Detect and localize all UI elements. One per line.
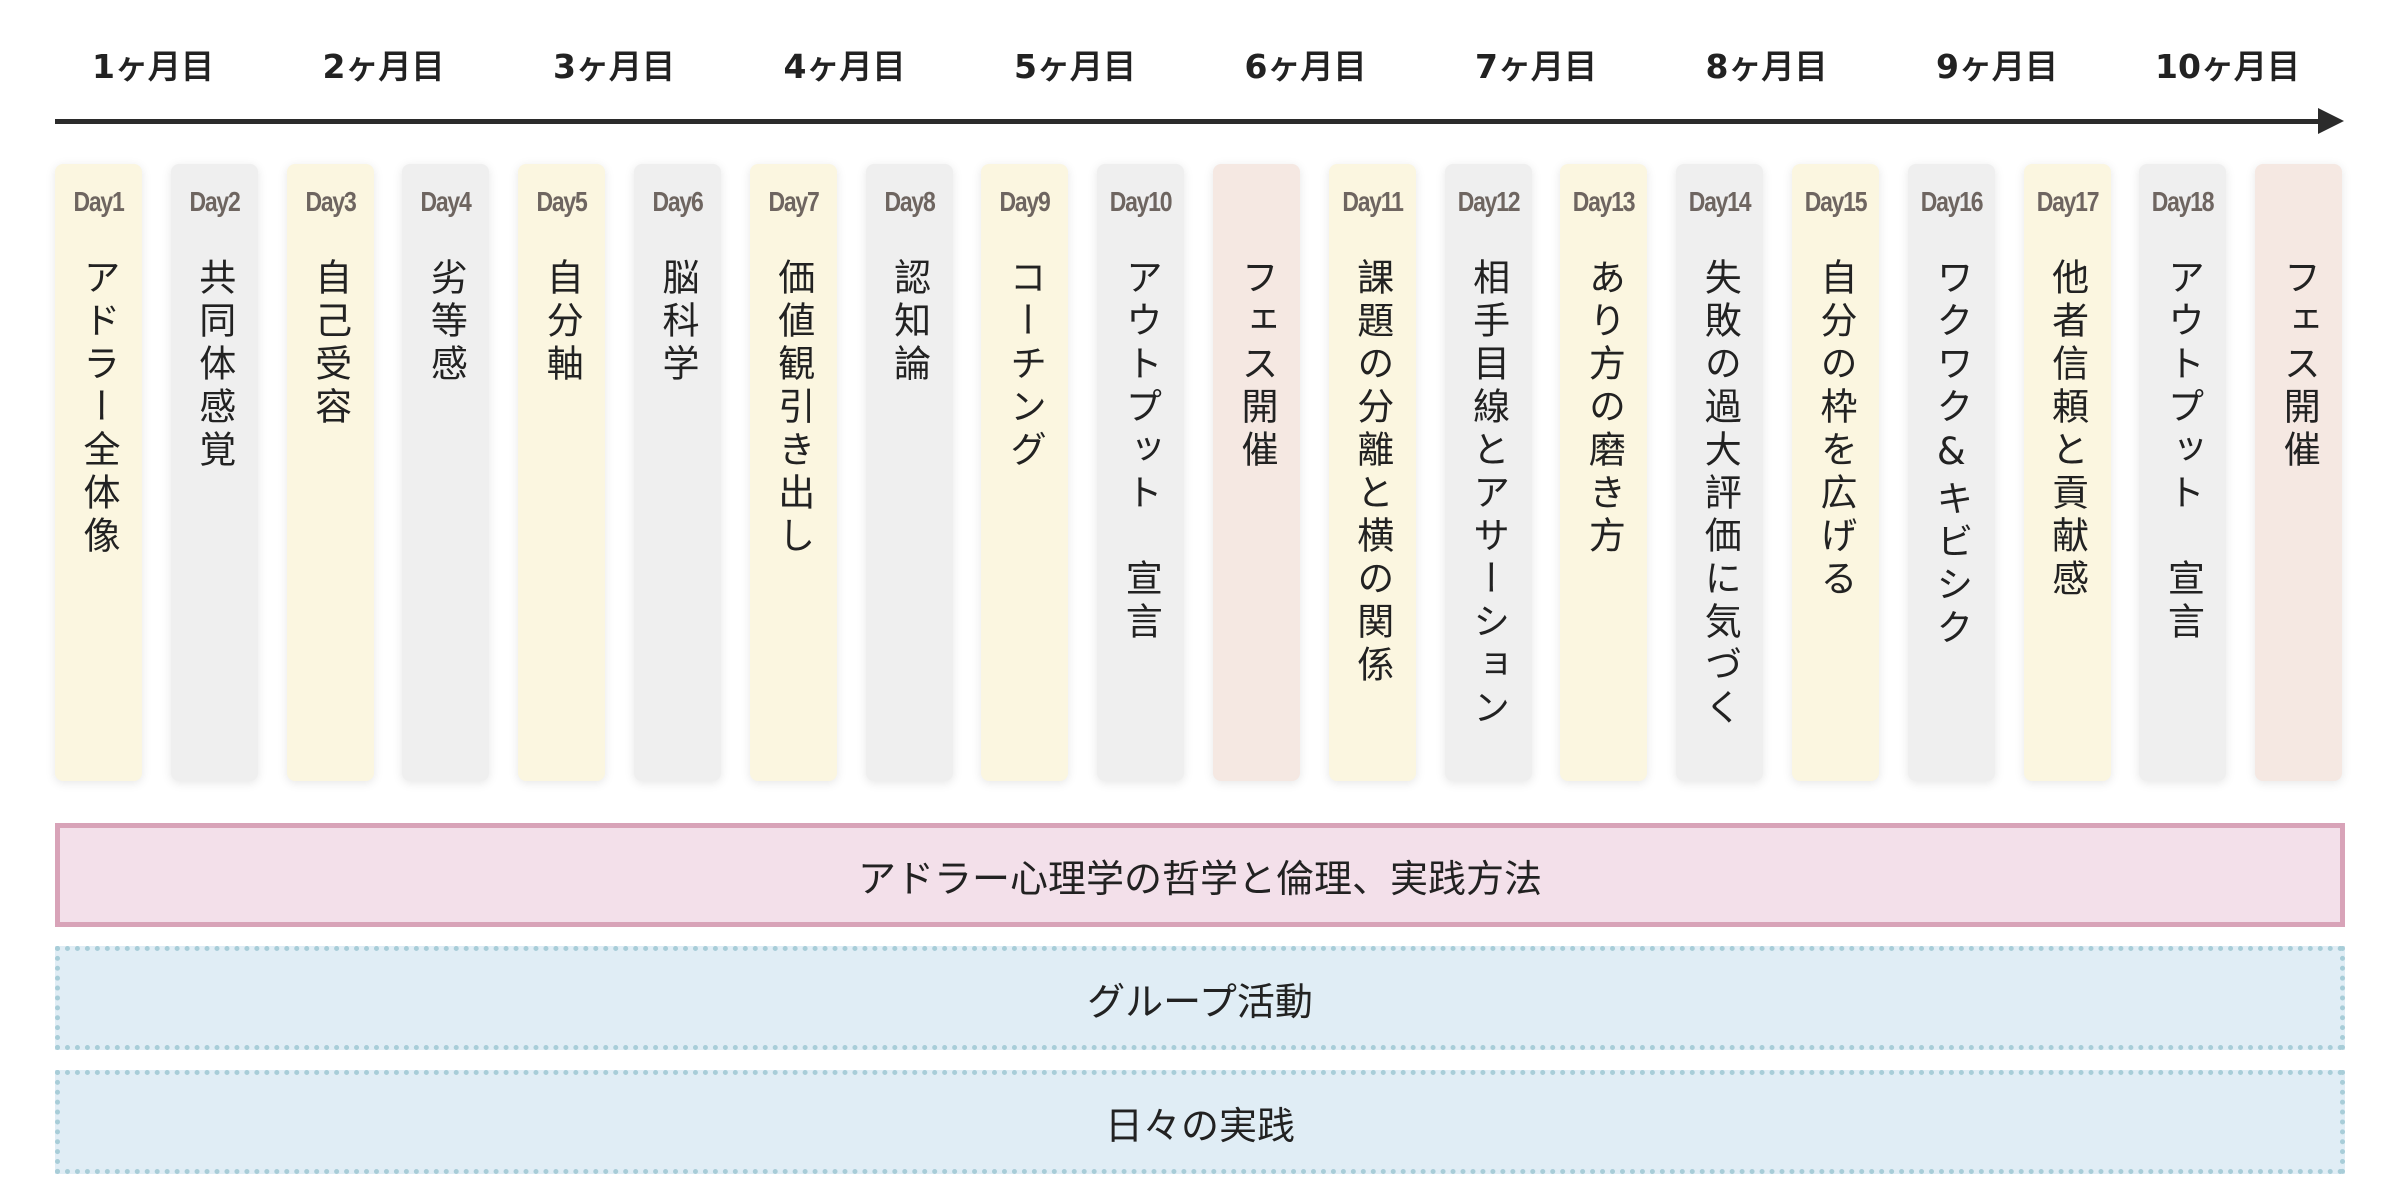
card-topic: 脳科学: [656, 258, 699, 387]
card-topic-wrap: コーチング: [981, 258, 1068, 473]
day-card: Day5 自分軸: [518, 164, 606, 781]
month-labels: 1ヶ月目 2ヶ月目 3ヶ月目 4ヶ月目 5ヶ月目 6ヶ月目 7ヶ月目 8ヶ月目 9ヶ月目 10ヶ月…: [0, 40, 2400, 100]
day-card: Day17 他者信頼と貢献感: [2023, 164, 2111, 781]
day-card: Day2 共同体感覚: [170, 164, 258, 781]
card-topic: あり方の磨き方: [1582, 258, 1626, 559]
group-activity-label: グループ活動: [1087, 979, 1313, 1024]
day-label: Day18: [2152, 186, 2215, 217]
day-card: Day15 自分の枠を広げる: [1792, 164, 1879, 781]
day-label: Day12: [1457, 186, 1520, 217]
card-topic: フェス開催: [1235, 258, 1278, 473]
day-label: Day13: [1573, 186, 1636, 217]
card-topic-wrap: 価値観引き出し: [750, 258, 837, 559]
card-topic-wrap: 認知論: [866, 258, 953, 387]
timeline-axis: [55, 119, 2325, 124]
day-label: Day14: [1688, 186, 1752, 217]
card-topic-wrap: 自分の枠を広げる: [1792, 258, 1879, 602]
day-label: Day3: [305, 186, 356, 217]
card-topic: アウトプット 宣言: [2161, 258, 2205, 645]
card-topic-wrap: アウトプット 宣言: [1097, 258, 1184, 645]
card-topic-wrap: 課題の分離と横の関係: [1329, 258, 1416, 688]
card-topic: 共同体感覚: [192, 258, 236, 473]
card-topic-wrap: アウトプット 宣言: [2139, 258, 2226, 645]
card-topic: ワクワク&キビシク: [1929, 258, 1973, 651]
day-card: Day12 相手目線とアサーション: [1444, 164, 1532, 781]
card-topic-wrap: 脳科学: [634, 258, 721, 387]
daily-practice-label: 日々の実践: [1104, 1103, 1295, 1148]
day-card: Day6 脳科学: [634, 164, 721, 781]
month-label: 2ヶ月目: [322, 47, 445, 86]
month-label: 4ヶ月目: [783, 47, 906, 86]
card-topic: 自分軸: [540, 258, 584, 387]
day-label: Day17: [2036, 186, 2099, 217]
card-topic-wrap: 共同体感覚: [171, 258, 258, 473]
month-label: 10ヶ月目: [2155, 47, 2300, 86]
day-card: Day11 課題の分離と横の関係: [1328, 164, 1416, 781]
group-activity-band: グループ活動: [55, 946, 2345, 1050]
card-topic: アドラー全体像: [77, 258, 120, 559]
philosophy-band: アドラー心理学の哲学と倫理、実践方法: [55, 823, 2345, 927]
card-topic: アウトプット 宣言: [1119, 258, 1163, 645]
card-topic: 自分の枠を広げる: [1814, 258, 1857, 602]
card-topic: 相手目線とアサーション: [1466, 258, 1510, 731]
card-topic-wrap: ワクワク&キビシク: [1908, 258, 1995, 651]
card-topic: フェス開催: [2277, 258, 2321, 473]
day-label: Day16: [1920, 186, 1984, 217]
fes-card: フェス開催: [2255, 164, 2343, 781]
month-label: 8ヶ月目: [1705, 47, 1828, 86]
card-topic-wrap: 劣等感: [402, 258, 489, 387]
day-card: Day4 劣等感: [402, 164, 490, 781]
month-label: 3ヶ月目: [553, 47, 675, 86]
card-topic: 認知論: [887, 258, 931, 387]
day-label: Day6: [652, 186, 704, 217]
card-topic-wrap: アドラー全体像: [55, 258, 142, 559]
card-topic: コーチング: [1003, 258, 1047, 473]
day-label: Day10: [1109, 186, 1173, 217]
day-card: Day18 アウトプット 宣言: [2139, 164, 2227, 781]
day-label: Day4: [420, 186, 472, 217]
day-card: Day8 認知論: [865, 164, 953, 781]
day-card: Day7 価値観引き出し: [749, 164, 837, 781]
daily-practice-band: 日々の実践: [55, 1070, 2345, 1174]
fes-card: フェス開催: [1213, 164, 1300, 781]
day-card: Day14 失敗の過大評価に気づく: [1676, 164, 1764, 781]
day-label: Day11: [1342, 186, 1403, 217]
month-label: 1ヶ月目: [92, 47, 214, 86]
month-label: 5ヶ月目: [1014, 47, 1136, 86]
day-label: Day1: [73, 186, 125, 217]
card-topic-wrap: 自分軸: [518, 258, 605, 387]
day-label: Day15: [1804, 186, 1868, 217]
month-label: 7ヶ月目: [1475, 47, 1597, 86]
day-card: Day3 自己受容: [286, 164, 374, 781]
day-label: Day9: [999, 186, 1051, 217]
day-card: Day9 コーチング: [981, 164, 1069, 781]
card-topic: 失敗の過大評価に気づく: [1698, 258, 1742, 731]
day-label: Day7: [768, 186, 819, 217]
day-label: Day5: [536, 186, 588, 217]
month-label: 9ヶ月目: [1936, 47, 2058, 86]
day-label: Day2: [189, 186, 240, 217]
card-topic: 劣等感: [424, 258, 468, 387]
day-card: Day16 ワクワク&キビシク: [1907, 164, 1995, 781]
timeline-arrow-icon: [2318, 108, 2344, 134]
day-card: Day10 アウトプット 宣言: [1097, 164, 1185, 781]
card-topic-wrap: 他者信頼と貢献感: [2024, 258, 2111, 602]
philosophy-label: アドラー心理学の哲学と倫理、実践方法: [857, 856, 1542, 901]
card-topic-wrap: 失敗の過大評価に気づく: [1676, 258, 1763, 731]
month-label: 6ヶ月目: [1244, 47, 1367, 86]
day-card: Day1 アドラー全体像: [55, 164, 142, 781]
card-topic: 価値観引き出し: [771, 258, 815, 559]
day-label: Day8: [884, 186, 935, 217]
card-topic: 課題の分離と横の関係: [1350, 258, 1394, 688]
card-topic-wrap: フェス開催: [1213, 258, 1300, 473]
card-topic-wrap: あり方の磨き方: [1560, 258, 1647, 559]
card-topic-wrap: フェス開催: [2255, 258, 2342, 473]
card-topic-wrap: 相手目線とアサーション: [1445, 258, 1532, 731]
day-card: Day13 あり方の磨き方: [1560, 164, 1648, 781]
card-topic: 自己受容: [308, 258, 352, 430]
card-topic-wrap: 自己受容: [287, 258, 374, 430]
card-topic: 他者信頼と貢献感: [2045, 258, 2089, 602]
